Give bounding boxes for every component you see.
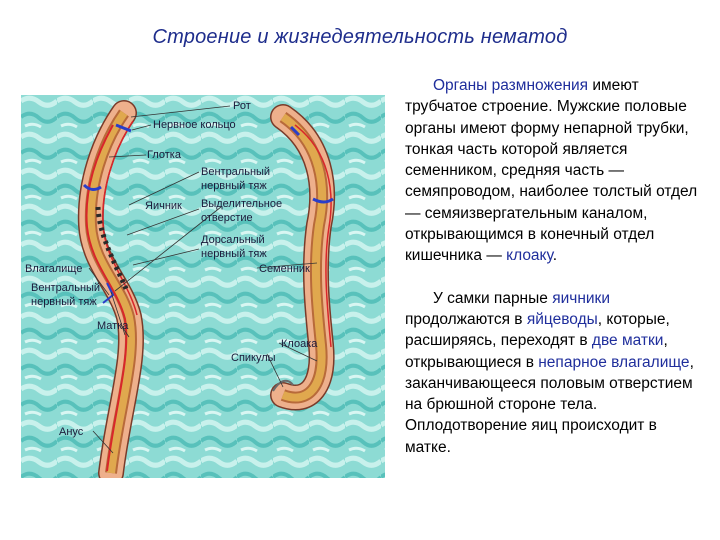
label-nervnoe-koltso: Нервное кольцо xyxy=(153,119,236,131)
hl-ovaries: яичники xyxy=(552,289,610,307)
label-vlagalishche: Влагалище xyxy=(25,263,82,275)
hl-two-uteri: две матки xyxy=(591,332,664,350)
page-title: Строение и жизнедеятельность нематод xyxy=(152,26,568,48)
label-nervnyi-tyazh-3: нервный тяж xyxy=(31,296,97,308)
label-anus: Анус xyxy=(59,426,84,438)
label-otverstie: отверстие xyxy=(201,212,253,224)
label-nervnyi-tyazh-2: нервный тяж xyxy=(201,248,267,260)
label-glotka: Глотка xyxy=(147,149,182,161)
label-rot: Рот xyxy=(233,100,251,112)
hl-reproductive-organs: Органы размножения xyxy=(433,77,589,94)
hl-oviducts: яйцеводы xyxy=(526,310,598,328)
label-matka: Матка xyxy=(97,320,129,332)
label-ventralnyi-2: Вентральный xyxy=(31,282,100,294)
body-text: Органы размножения имеют трубчатое строе… xyxy=(405,75,705,458)
male-nematode xyxy=(270,104,336,411)
p1-text-2: . xyxy=(552,247,558,265)
hl-cloaca: клоаку xyxy=(506,247,553,265)
nematode-anatomy-figure: Рот Нервное кольцо Глотка Вентральный не… xyxy=(21,95,385,478)
label-nervnyi-tyazh-1: нервный тяж xyxy=(201,180,267,192)
leader-lines xyxy=(88,105,318,454)
label-spikuly: Спикулы xyxy=(231,352,276,364)
female-nematode xyxy=(77,100,144,478)
p1-text-1: имеют трубчатое строение. Мужские половы… xyxy=(405,77,698,265)
label-vydelitelnoe: Выделительное xyxy=(201,198,282,210)
hl-vagina: непарное влагалище xyxy=(538,353,690,371)
p2-text-2: , которые, расширяясь, переходят в xyxy=(405,310,670,350)
p2-text-3: , открывающиеся в xyxy=(405,332,668,371)
label-dorsalnyi: Дорсальный xyxy=(201,234,265,246)
label-kloaka: Клоака xyxy=(281,338,318,350)
p2-text-4: , заканчивающееся половым отверстием на … xyxy=(405,353,694,456)
paragraph-female: У самки парные яичники продолжаются в яй… xyxy=(405,288,705,458)
p2-text-0: У самки парные xyxy=(433,289,553,307)
p2-text-1: продолжаются в xyxy=(405,310,527,328)
paragraph-male: Органы размножения имеют трубчатое строе… xyxy=(405,75,705,267)
label-semennik: Семенник xyxy=(259,263,310,275)
label-yaichnik: Яичник xyxy=(145,200,182,212)
label-ventralnyi-1: Вентральный xyxy=(201,166,270,178)
